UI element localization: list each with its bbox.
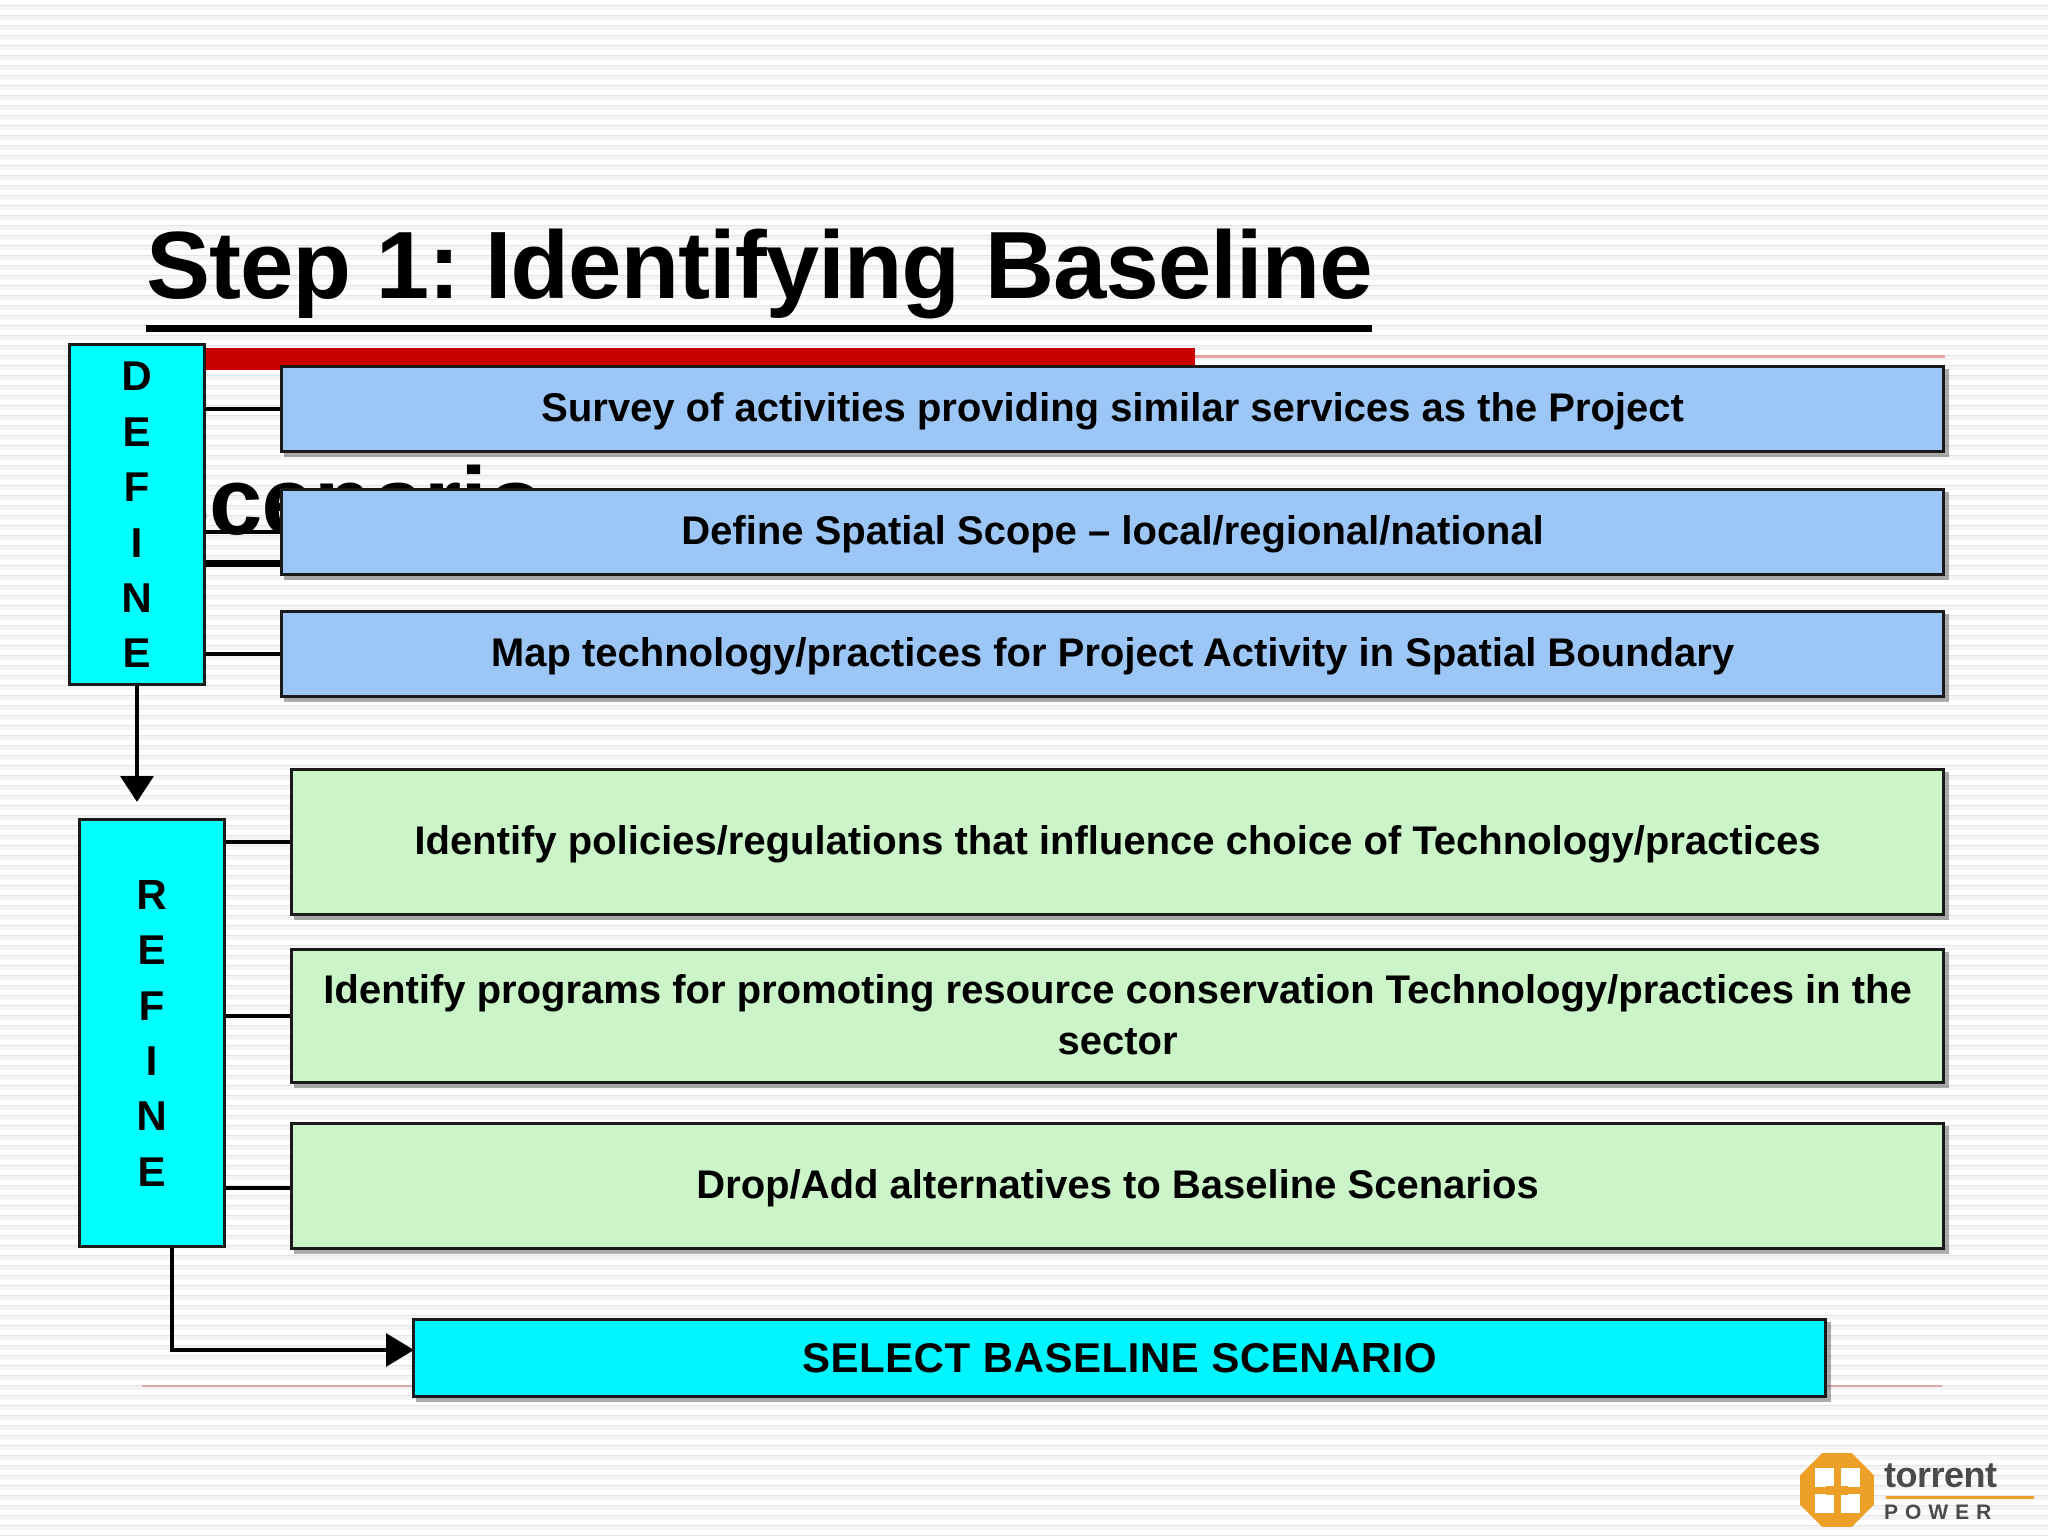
refine-letter-6: E <box>137 1147 167 1195</box>
logo-center-bar <box>1826 1486 1848 1495</box>
logo-square-bottom-left <box>1815 1494 1834 1513</box>
stage-label-refine: R E F I N E <box>78 818 226 1248</box>
connector-refine-to-select-horizontal <box>170 1348 392 1352</box>
define-letter-4: I <box>130 518 144 566</box>
refine-letter-4: I <box>145 1037 159 1084</box>
logo-subtitle: POWER <box>1884 1501 1999 1524</box>
logo-underline-rule <box>1886 1496 2034 1499</box>
process-box-spatial-scope: Define Spatial Scope – local/regional/na… <box>280 488 1945 576</box>
red-accent-bar-tail <box>1195 355 1945 358</box>
define-letter-1: D <box>121 352 153 400</box>
connector-define-to-spatial-scope <box>205 530 283 534</box>
refine-letter-5: N <box>136 1092 168 1140</box>
logo-square-top-right <box>1841 1468 1860 1487</box>
logo-wordmark: torrent <box>1884 1454 1997 1495</box>
define-letter-5: N <box>121 573 153 621</box>
arrow-down-icon <box>120 776 154 802</box>
define-letter-2: E <box>122 407 152 455</box>
process-box-policies-label: Identify policies/regulations that influ… <box>414 819 1821 864</box>
process-box-drop-add: Drop/Add alternatives to Baseline Scenar… <box>290 1122 1945 1250</box>
process-box-policies: Identify policies/regulations that influ… <box>290 768 1945 916</box>
torrent-octagon-icon <box>1800 1453 1874 1527</box>
process-box-programs: Identify programs for promoting resource… <box>290 948 1945 1084</box>
arrow-right-icon <box>386 1333 414 1367</box>
define-letter-6: E <box>122 629 152 677</box>
connector-define-to-map-technology <box>205 652 283 656</box>
refine-letter-2: E <box>137 926 167 974</box>
connector-define-to-refine <box>135 686 139 780</box>
logo-square-bottom-right <box>1841 1494 1860 1513</box>
process-box-spatial-scope-label: Define Spatial Scope – local/regional/na… <box>681 509 1544 554</box>
refine-letter-3: F <box>138 981 166 1029</box>
logo-square-top-left <box>1815 1468 1834 1487</box>
define-letter-3: F <box>123 463 151 511</box>
refine-letter-1: R <box>136 870 168 918</box>
process-box-survey-label: Survey of activities providing similar s… <box>541 386 1684 431</box>
process-box-drop-add-label: Drop/Add alternatives to Baseline Scenar… <box>696 1163 1539 1208</box>
connector-refine-to-policies <box>226 840 294 844</box>
red-accent-bar <box>205 348 1195 370</box>
process-box-select-baseline-scenario-label: SELECT BASELINE SCENARIO <box>801 1334 1438 1382</box>
process-box-programs-label: Identify programs for promoting resource… <box>323 967 1912 1063</box>
page-title-line-1: Step 1: Identifying Baseline <box>146 209 1373 332</box>
connector-define-to-survey <box>205 407 283 411</box>
connector-refine-to-select-vertical <box>170 1248 174 1352</box>
process-box-survey: Survey of activities providing similar s… <box>280 365 1945 453</box>
stage-label-define: D E F I N E <box>68 343 206 686</box>
process-box-select-baseline-scenario: SELECT BASELINE SCENARIO <box>412 1318 1827 1398</box>
process-box-map-technology: Map technology/practices for Project Act… <box>280 610 1945 698</box>
torrent-power-logo: torrent POWER <box>1800 1448 2040 1532</box>
connector-refine-to-programs <box>226 1014 294 1018</box>
process-box-map-technology-label: Map technology/practices for Project Act… <box>490 631 1735 676</box>
connector-refine-to-drop-add <box>226 1186 294 1190</box>
logo-text-block: torrent POWER <box>1884 1457 2034 1523</box>
